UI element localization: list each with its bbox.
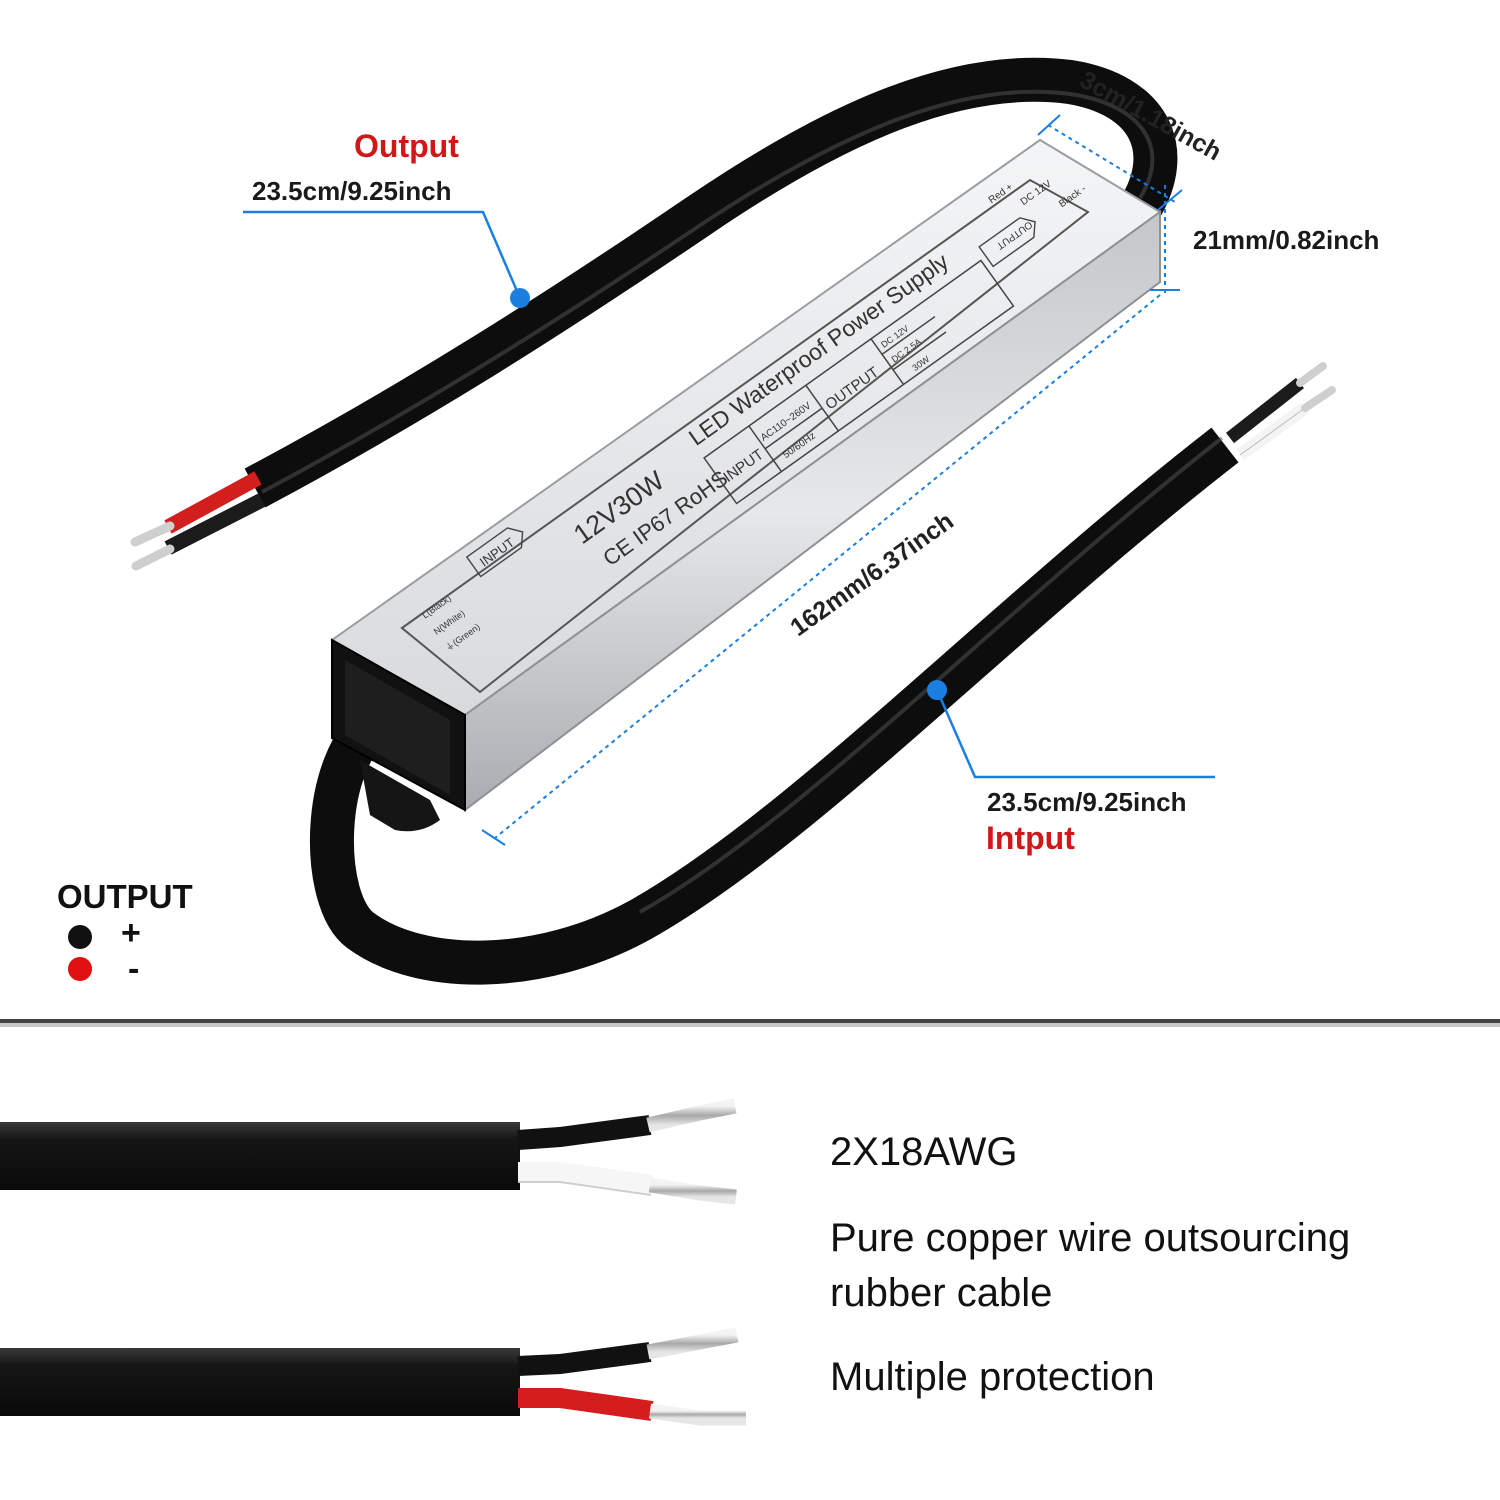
feature-gauge: 2X18AWG — [830, 1130, 1018, 1174]
legend-minus-dot — [68, 957, 92, 981]
cable-sample-black-red — [0, 1327, 746, 1426]
output-cable-length: 23.5cm/9.25inch — [252, 176, 452, 206]
legend-plus-label: + — [121, 914, 141, 952]
input-wire-ends — [1225, 362, 1336, 461]
legend-title: OUTPUT — [57, 878, 193, 915]
input-title: Intput — [986, 820, 1075, 856]
input-cable — [309, 427, 1239, 985]
legend-plus-dot — [68, 925, 92, 949]
output-leader-dot — [510, 288, 530, 308]
input-cable-length: 23.5cm/9.25inch — [987, 787, 1187, 817]
output-title: Output — [354, 128, 459, 164]
legend-minus-label: - — [128, 950, 140, 988]
section-divider — [0, 1019, 1500, 1027]
cable-sample-black-white — [0, 1098, 737, 1205]
feature-protection: Multiple protection — [830, 1355, 1155, 1399]
dimension-lines — [243, 114, 1215, 846]
input-leader-dot — [927, 680, 947, 700]
feature-material-line2: rubber cable — [830, 1271, 1053, 1315]
output-cable — [244, 57, 1178, 508]
power-supply-case — [330, 138, 1162, 832]
height-dimension: 21mm/0.82inch — [1193, 225, 1380, 255]
output-wire-ends — [130, 471, 266, 571]
feature-material-line1: Pure copper wire outsourcing — [830, 1216, 1351, 1260]
